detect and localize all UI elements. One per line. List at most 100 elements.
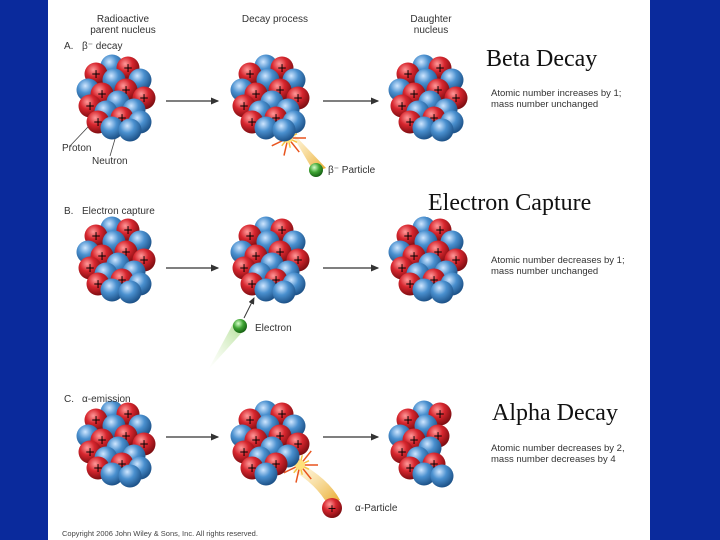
plus-icon: + <box>93 461 103 475</box>
plus-icon: + <box>405 461 415 475</box>
note-ec: Atomic number decreases by 1; mass numbe… <box>491 255 625 277</box>
beta-particle <box>309 163 323 177</box>
plus-icon: + <box>271 273 281 287</box>
plus-icon: + <box>451 253 461 267</box>
plus-icon: + <box>247 115 257 129</box>
plus-icon: + <box>405 115 415 129</box>
copyright-text: Copyright 2006 John Wiley & Sons, Inc. A… <box>62 529 258 538</box>
header-parent: Radioactive parent nucleus <box>78 14 168 36</box>
neutron-sphere <box>430 118 454 142</box>
header-parent-line2: parent nucleus <box>90 25 156 36</box>
plus-icon: + <box>97 433 107 447</box>
plus-icon: + <box>397 261 407 275</box>
plus-icon: + <box>403 413 413 427</box>
plus-icon: + <box>97 87 107 101</box>
parent-nucleus-alpha: ++++++++ <box>76 400 156 488</box>
neutron-sphere <box>118 280 142 304</box>
header-daughter-line2: nucleus <box>413 25 449 36</box>
plus-icon: + <box>403 229 413 243</box>
plus-icon: + <box>123 223 133 237</box>
neutron-sphere <box>412 462 436 486</box>
plus-icon: + <box>275 245 285 259</box>
plus-icon: + <box>139 91 149 105</box>
plus-icon: + <box>277 223 287 237</box>
plus-icon: + <box>117 457 127 471</box>
decaying-nucleus-beta: ++++++++ <box>230 54 310 142</box>
header-process: Decay process <box>241 14 309 25</box>
plus-icon: + <box>245 67 255 81</box>
plus-icon: + <box>271 111 281 125</box>
plus-icon: + <box>251 249 261 263</box>
section-letter-a: A. <box>64 41 74 52</box>
note-ec-line2: mass number unchanged <box>491 266 599 277</box>
plus-icon: + <box>403 67 413 81</box>
section-label-ec: Electron capture <box>82 206 155 217</box>
alpha-particle <box>322 498 342 518</box>
neutron-sphere <box>118 464 142 488</box>
note-alpha-line2: mass number decreases by 4 <box>491 454 616 465</box>
note-alpha-line1: Atomic number decreases by 2, <box>491 443 625 454</box>
title-electron-capture: Electron Capture <box>426 190 594 217</box>
plus-icon: + <box>397 445 407 459</box>
diagram-panel: ++++++++++++++++++++++++++++++++++++++++… <box>48 0 650 540</box>
plus-icon: + <box>405 277 415 291</box>
plus-icon: + <box>239 261 249 275</box>
plus-icon: + <box>139 253 149 267</box>
capturing-nucleus-ec: ++++++++ <box>230 216 310 304</box>
note-alpha: Atomic number decreases by 2, mass numbe… <box>491 443 625 465</box>
plus-icon: + <box>435 407 445 421</box>
plus-icon: + <box>85 445 95 459</box>
section-label-beta: β⁻ decay <box>82 41 123 52</box>
plus-icon: + <box>327 502 336 515</box>
plus-icon: + <box>85 99 95 113</box>
electron-trail <box>208 322 246 370</box>
plus-icon: + <box>429 273 439 287</box>
plus-icon: + <box>293 91 303 105</box>
note-ec-line1: Atomic number decreases by 1; <box>491 255 625 266</box>
note-beta: Atomic number increases by 1; mass numbe… <box>491 88 621 110</box>
callout-neutron: Neutron <box>92 156 128 167</box>
emitting-nucleus-alpha: ++++++++ <box>230 400 310 486</box>
plus-icon: + <box>277 407 287 421</box>
plus-icon: + <box>293 437 303 451</box>
neutron-sphere <box>272 280 296 304</box>
beta-trail <box>288 128 326 172</box>
neutron-sphere <box>254 462 278 486</box>
neutron-sphere <box>100 462 124 486</box>
plus-icon: + <box>121 245 131 259</box>
plus-icon: + <box>409 249 419 263</box>
section-letter-b: B. <box>64 206 74 217</box>
plus-icon: + <box>275 83 285 97</box>
plus-icon: + <box>433 429 443 443</box>
plus-icon: + <box>409 433 419 447</box>
plus-icon: + <box>245 413 255 427</box>
header-daughter: Daughter nucleus <box>386 14 476 36</box>
neutron-sphere <box>254 278 278 302</box>
plus-icon: + <box>139 437 149 451</box>
plus-icon: + <box>239 99 249 113</box>
alpha-trail <box>292 462 340 505</box>
label-beta-particle: β⁻ Particle <box>328 165 376 176</box>
plus-icon: + <box>451 91 461 105</box>
daughter-nucleus-alpha: +++++++ <box>388 400 454 488</box>
plus-icon: + <box>277 61 287 75</box>
neutron-sphere <box>430 464 454 488</box>
label-alpha-particle: α-Particle <box>355 503 398 514</box>
plus-icon: + <box>239 445 249 459</box>
plus-icon: + <box>93 115 103 129</box>
plus-icon: + <box>247 277 257 291</box>
neutron-sphere <box>272 118 296 142</box>
neutron-sphere <box>430 280 454 304</box>
plus-icon: + <box>293 253 303 267</box>
parent-nucleus-ec: ++++++++ <box>76 216 156 304</box>
electron-arrow <box>243 297 255 319</box>
plus-icon: + <box>93 277 103 291</box>
plus-icon: + <box>91 413 101 427</box>
neutron-sphere <box>412 116 436 140</box>
neutron-sphere <box>100 116 124 140</box>
plus-icon: + <box>433 245 443 259</box>
plus-icon: + <box>123 61 133 75</box>
plus-icon: + <box>271 457 281 471</box>
daughter-nucleus-beta: ++++++++ <box>388 54 468 142</box>
